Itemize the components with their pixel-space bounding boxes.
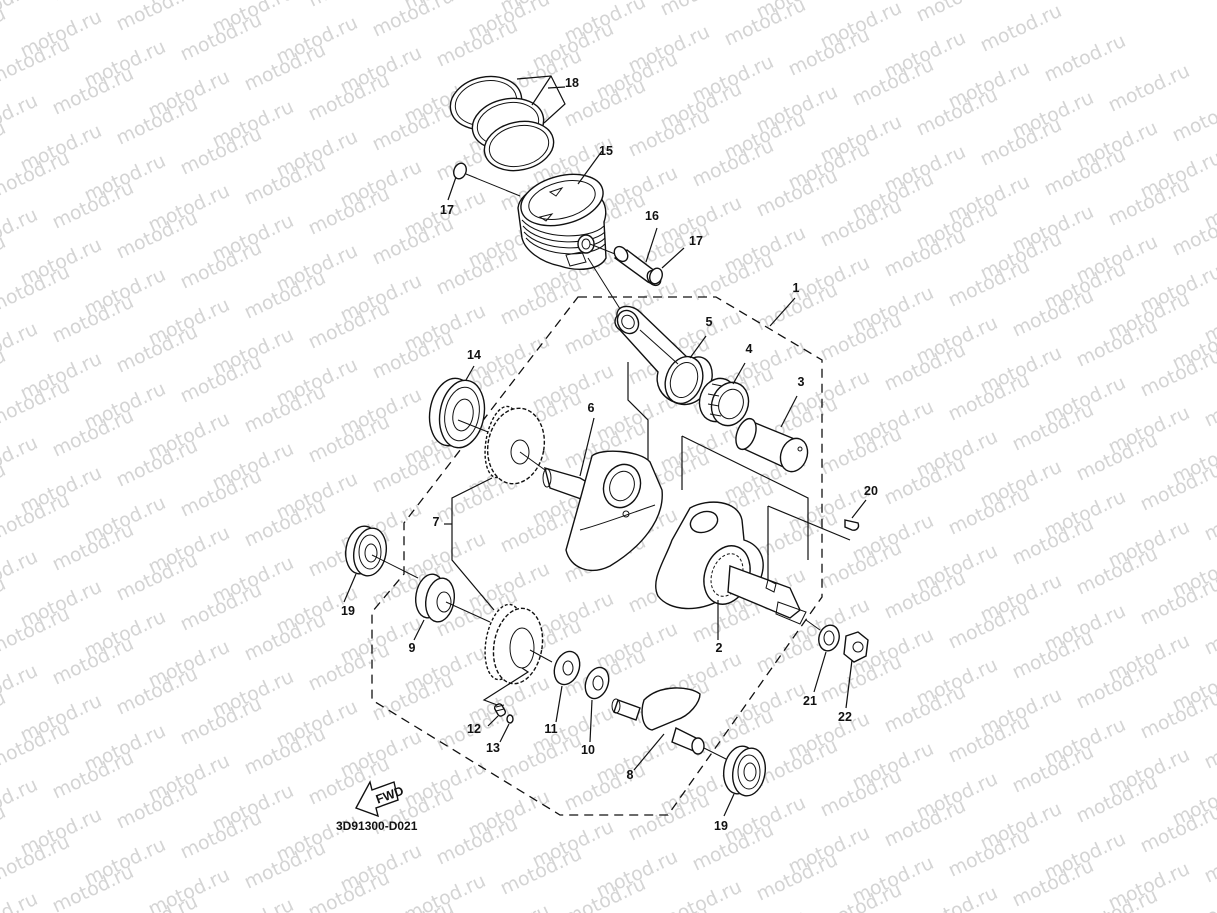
washer-icon xyxy=(818,624,840,652)
clip-icon xyxy=(649,267,663,285)
callout-label: 12 xyxy=(467,722,481,736)
plate-washer-icon xyxy=(553,650,581,686)
callout-label: 14 xyxy=(467,348,481,362)
callout-label: 3 xyxy=(798,375,805,389)
bearing-icon xyxy=(428,377,486,449)
buffer-boss-icon xyxy=(414,573,456,623)
balancer-gear-icon xyxy=(484,603,544,685)
assembly-boundary xyxy=(371,296,823,816)
callout-label: 17 xyxy=(689,234,703,248)
bearing-icon xyxy=(723,745,766,797)
piston-rings-icon xyxy=(449,75,555,172)
bearing-icon xyxy=(345,525,387,577)
spring-icon xyxy=(493,703,507,717)
fwd-arrow-icon: FWD xyxy=(354,780,406,818)
crank-1-icon xyxy=(542,450,663,571)
callout-label: 4 xyxy=(746,342,753,356)
callout-label: 9 xyxy=(409,641,416,655)
callout-label: 5 xyxy=(706,315,713,329)
balancer-shaft-icon xyxy=(611,687,705,755)
callout-label: 8 xyxy=(627,768,634,782)
pin-icon xyxy=(506,714,514,724)
callout-label: 17 xyxy=(440,203,454,217)
callout-label: 20 xyxy=(864,484,878,498)
callout-label: 18 xyxy=(565,76,579,90)
callout-label: 2 xyxy=(716,641,723,655)
callout-label: 19 xyxy=(714,819,728,833)
callout-label: 6 xyxy=(588,401,595,415)
washer-icon xyxy=(584,666,610,700)
drawing-code: 3D91300-D021 xyxy=(336,819,418,833)
piston-icon xyxy=(517,173,607,270)
woodruff-key-icon xyxy=(844,519,860,531)
drive-gear-icon xyxy=(484,405,546,485)
callout-label: 1 xyxy=(793,281,800,295)
callout-label: 16 xyxy=(645,209,659,223)
crank-pin-icon xyxy=(735,417,809,473)
callout-label: 11 xyxy=(544,722,557,736)
needle-bearing-icon xyxy=(698,377,750,427)
callout-label: 7 xyxy=(433,515,440,529)
callout-label: 13 xyxy=(486,741,500,755)
callout-label: 10 xyxy=(581,743,595,757)
callout-label: 19 xyxy=(341,604,355,618)
clip-icon xyxy=(453,162,467,180)
callout-label: 21 xyxy=(803,694,817,708)
connecting-rod-icon xyxy=(614,305,713,406)
callout-label: 22 xyxy=(838,710,852,724)
crank-2-icon xyxy=(655,501,807,625)
nut-icon xyxy=(843,631,869,663)
callout-label: 15 xyxy=(599,144,613,158)
